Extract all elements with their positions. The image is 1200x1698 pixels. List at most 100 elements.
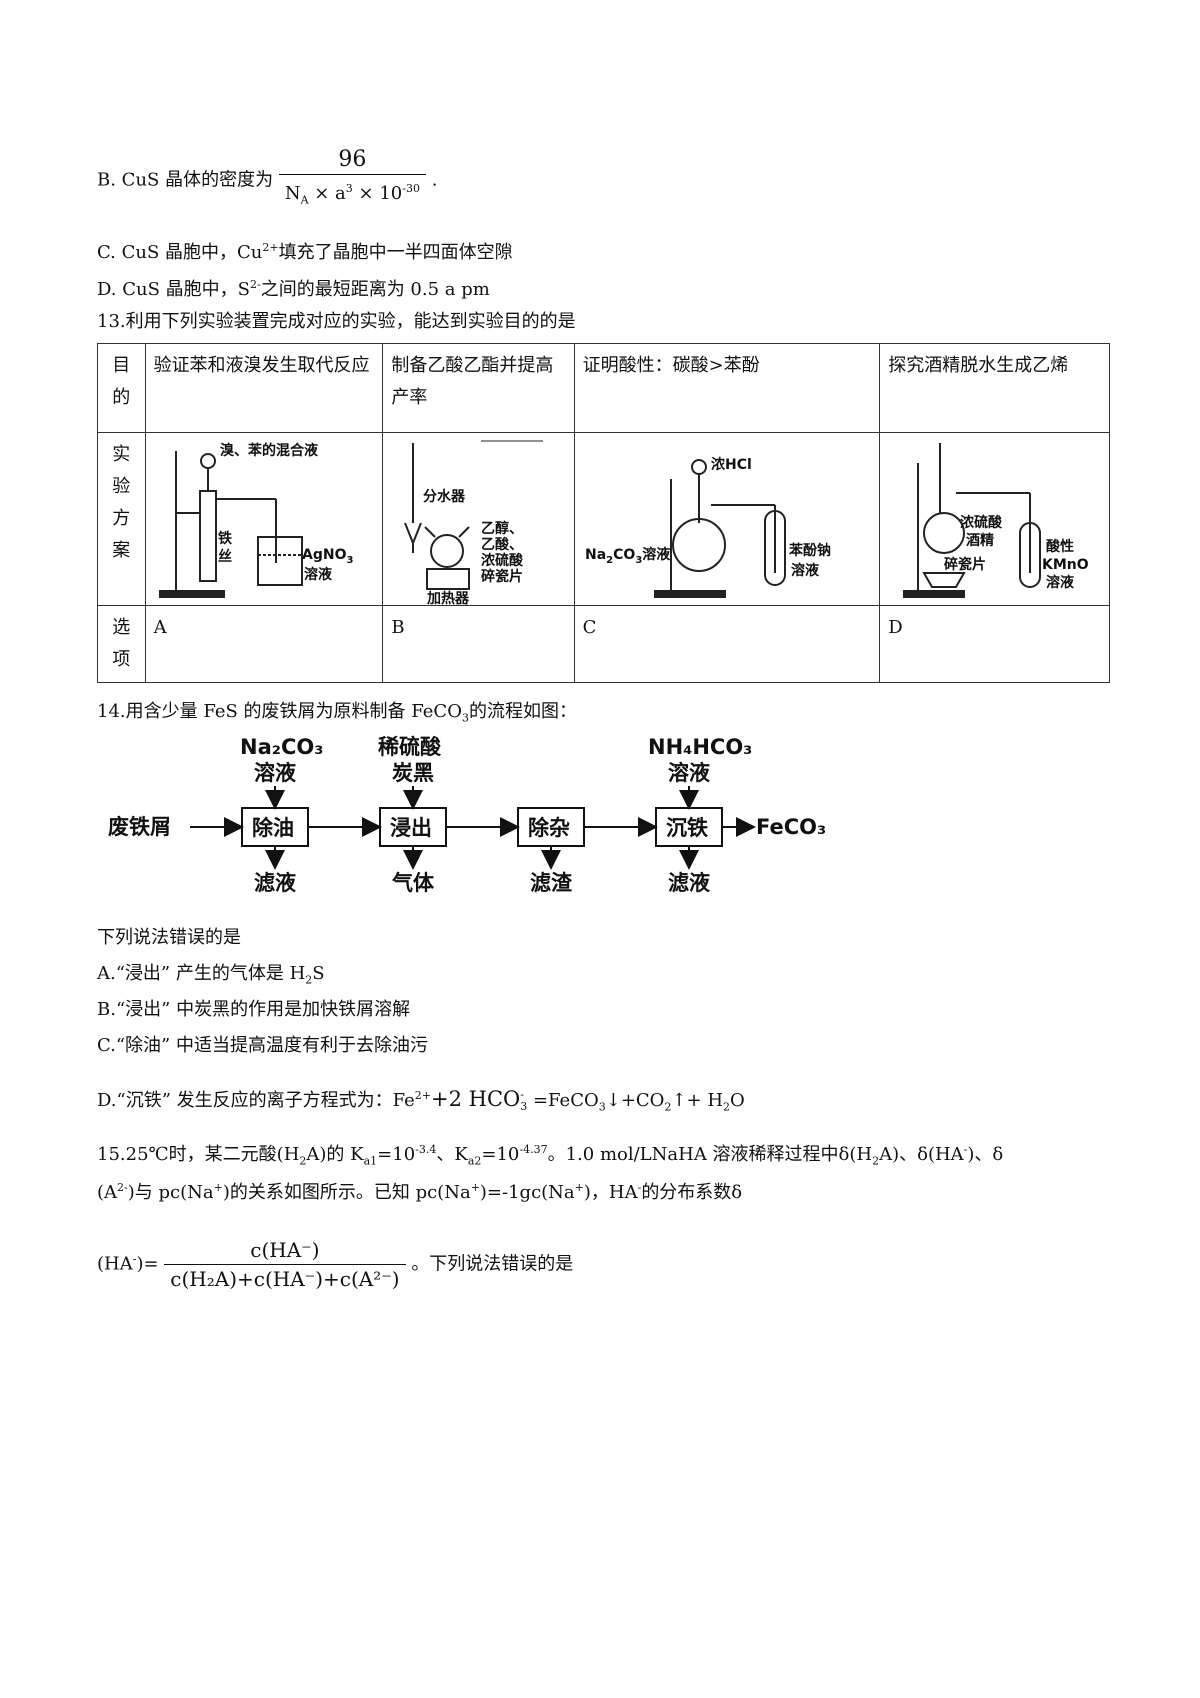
distribution-denominator: c(H₂A)+c(HA⁻)+c(A²⁻) [170,1267,400,1291]
flow-start-scrap-iron: 废铁屑 [108,815,171,839]
apparatus-c: 浓HCl Na2CO3溶液 苯酚钠 溶液 [573,432,881,606]
question-13-stem: 13.利用下列实验装置完成对应的实验，能达到实验目的的是 [97,311,576,332]
row-header-scheme: 实 验 方 案 [97,432,146,606]
flow-output-gas: 气体 [391,871,435,895]
q15-l1-sub2: a1 [363,1154,378,1168]
flow-input-carbon-black: 炭黑 [392,761,434,785]
q15-l1-b: A)的 K [306,1144,364,1165]
label-alcohol: 酒精 [966,532,994,549]
flow-output-residue: 滤渣 [530,871,573,895]
q14-intro-sub: 3 [461,711,469,725]
label-solution-c: 溶液 [791,562,820,579]
process-flowchart: 废铁屑 除油 浸出 除杂 沉铁 FeCO₃ Na₂CO₃ 溶液 稀硫酸 炭黑 N… [108,735,826,895]
q15-l1-sup1: -3.4 [415,1143,437,1156]
label-porcelain-d: 碎瓷片 [944,556,986,573]
q15-l1-sub3: a2 [467,1154,482,1168]
q15-l1-f: 。1.0 mol/LNaHA 溶液稀释过程中δ(H [547,1144,873,1165]
option-b-text: B. CuS 晶体的密度为 [97,169,274,191]
header-char: 目 [112,355,131,376]
q14-option-a-end: S [312,963,325,984]
flow-step-degrease: 除油 [252,816,294,840]
q15-l2-e: )，HA [583,1182,638,1203]
option-a: A [144,605,384,683]
q15-l1-sup2: -4.37 [519,1143,548,1156]
label-ethanol: 乙醇、 [481,520,523,537]
q14-option-a-sub: 2 [305,973,313,987]
fraction-denominator: NA × a3 × 10-30 [279,175,426,213]
label-water-separator: 分水器 [423,488,466,505]
label-wire: 丝 [218,548,232,565]
q14-option-a: A.“浸出” 产生的气体是 H2S [97,962,325,993]
label-sodium-phenoxide: 苯酚钠 [788,542,831,559]
q15-l1-sub4: 2 [872,1154,880,1168]
option-b-end: . [431,169,438,191]
header-char: 选 [112,617,131,638]
apparatus-d-diagram: 浓硫酸 酒精 碎瓷片 酸性 KMnO 溶液 [903,443,1089,598]
purpose-c: 证明酸性：碳酸>苯酚 [573,343,881,433]
row-header-purpose: 目 的 [97,343,146,433]
header-char: 验 [112,476,131,497]
q14-d-hco3-scripts: -3 [520,1089,527,1113]
apparatus-row: 实 验 方 案 溴、苯的混合液 [97,432,1110,606]
label-iron: 铁 [218,530,232,547]
q15-l1-a: 15.25℃时，某二元酸(H [97,1144,300,1165]
q14-d-b: +2 HCO [431,1087,521,1111]
option-b: B [382,605,575,683]
option-row: 选 项 A B C D [97,605,1110,683]
q15-l2-b: )与 pc(Na [127,1182,214,1203]
flow-input-nh4hco3: NH₄HCO₃ [648,735,752,759]
distribution-numerator: c(HA⁻) [164,1238,406,1265]
den-exponent: -30 [402,182,420,195]
q15-l2-f: 的分布系数δ [641,1182,743,1203]
q14-intro-end: 的流程如图： [468,701,577,722]
q15-l2-d: )=-1gc(Na [479,1182,575,1203]
header-char: 实 [112,444,131,465]
label-solution-a: 溶液 [304,566,333,583]
header-char: 项 [112,649,131,670]
q15-l2-sup3: + [470,1181,480,1194]
q15-l1-h: )、δ [967,1144,1004,1165]
q14-d-d: ↓+CO [605,1090,665,1111]
q14-option-b: B.“浸出” 中炭黑的作用是加快铁屑溶解 [97,999,411,1020]
experiment-table: 目 的 验证苯和液溴发生取代反应 制备乙酸乙酯并提高产率 证明酸性：碳酸>苯酚 … [97,343,1110,683]
purpose-d: 探究酒精脱水生成乙烯 [879,343,1110,433]
q14-d-sub5: 2 [723,1100,731,1114]
flow-step-remove-impurity: 除杂 [528,816,570,840]
q15-l3-b: )= [136,1253,159,1275]
apparatus-a-diagram: 溴、苯的混合液 铁 丝 AgNO3 溶液 [158,442,353,598]
q15-l2-sup1: 2- [117,1181,128,1194]
option-d-text-b: 之间的最短距离为 0.5 a pm [260,279,490,300]
q15-l2-sup2: + [213,1181,223,1194]
den-cube: 3 [345,182,353,195]
option-c: C [573,605,881,683]
q14-option-d: D.“沉铁” 发生反应的离子方程式为：Fe2++2 HCO-3 =FeCO3↓+… [97,1084,745,1120]
q14-d-a: D.“沉铁” 发生反应的离子方程式为：Fe [97,1090,415,1111]
purpose-a: 验证苯和液溴发生取代反应 [144,343,384,433]
q14-d-e: ↑+ H [671,1090,724,1111]
q14-d-sup1: 2+ [414,1089,432,1102]
label-bromine-benzene: 溴、苯的混合液 [220,442,319,459]
label-conc-sulfuric: 浓硫酸 [481,552,524,569]
q15-l2-c: )的关系如图所示。已知 pc(Na [222,1182,471,1203]
apparatus-b-diagram: 分水器 乙醇、 乙酸、 浓硫酸 碎瓷片 加热器 [404,440,544,605]
q15-l1-c: =10 [377,1144,416,1165]
na-symbol: N [284,183,301,204]
header-char: 案 [112,540,131,561]
apparatus-d: 浓硫酸 酒精 碎瓷片 酸性 KMnO 溶液 [879,432,1110,606]
option-c-line: C. CuS 晶胞中，Cu2+填充了晶胞中一半四面体空隙 [97,236,513,265]
q14-d-sub2: 3 [520,1100,528,1113]
na-subscript: A [300,193,309,207]
flow-output-filtrate-4: 滤液 [668,871,710,895]
option-c-sup: 2+ [262,241,279,254]
label-heater: 加热器 [426,590,470,605]
label-solution-d: 溶液 [1046,574,1075,591]
q15-line-1: 15.25℃时，某二元酸(H2A)的 Ka1=10-3.4、Ka2=10-4.3… [97,1138,1003,1174]
label-conc-hcl: 浓HCl [711,456,752,473]
apparatus-a: 溴、苯的混合液 铁 丝 AgNO3 溶液 [144,432,384,606]
purpose-row: 目 的 验证苯和液溴发生取代反应 制备乙酸乙酯并提高产率 证明酸性：碳酸>苯酚 … [97,343,1110,433]
fraction-numerator: 96 [278,148,426,175]
q14-intro: 14.用含少量 FeS 的废铁屑为原料制备 FeCO [97,701,462,722]
flow-end-feco3: FeCO₃ [756,815,826,839]
flow-input-solution-1: 溶液 [254,761,296,785]
header-char: 的 [112,387,131,408]
